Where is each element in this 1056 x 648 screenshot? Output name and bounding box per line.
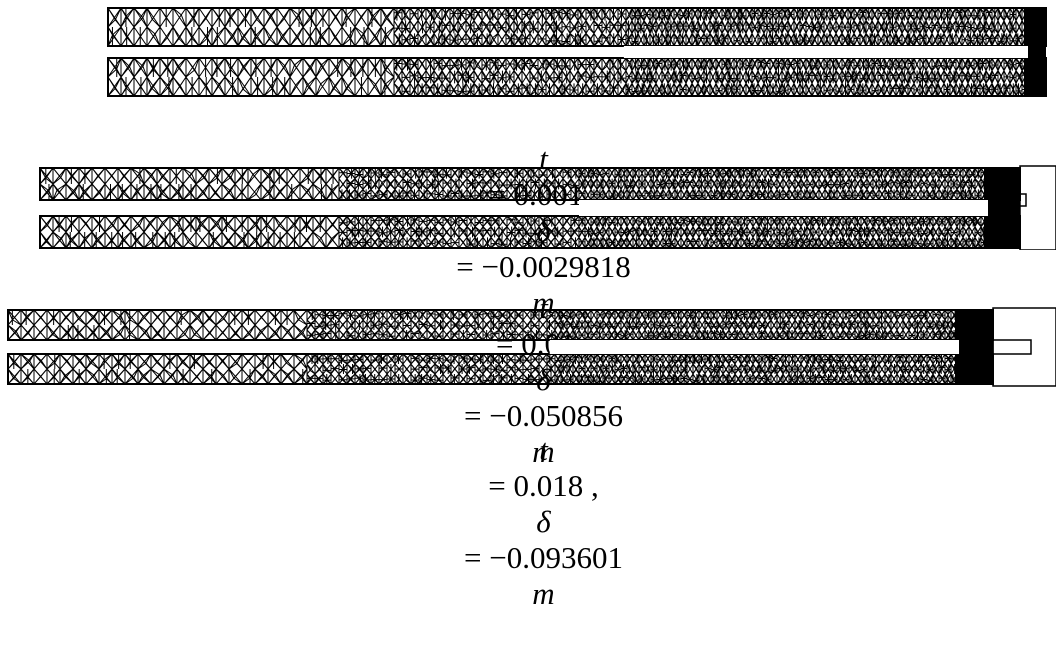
moving-tab-3 [992, 339, 1032, 355]
caption-3-t-symbol: t [539, 432, 548, 467]
lower-strip-2-elements [39, 215, 1021, 249]
caption-1-t-symbol: t [539, 141, 548, 176]
upper-strip-1 [107, 7, 1047, 47]
bend-region-1 [1024, 8, 1046, 96]
caption-3-t-value: = 0.018 , [488, 468, 599, 503]
boundary-frame-2 [1019, 165, 1056, 250]
caption-3-unit: m [532, 576, 555, 611]
slot-gap-1 [623, 46, 1028, 58]
caption-3-delta-value: = −0.093601 [464, 540, 623, 575]
slot-gap-2 [579, 200, 988, 216]
mesh-diagram-2 [39, 165, 1056, 250]
lower-strip-1 [107, 57, 1047, 97]
caption-3: t = 0.018 , δ = −0.093601 m [0, 396, 1056, 648]
mesh-diagram-3 [7, 307, 1056, 387]
caption-1-delta-value: = −0.0029818 [456, 249, 631, 284]
moving-tab-2 [1015, 193, 1027, 207]
lower-strip-3-elements [7, 353, 994, 385]
upper-strip-3 [7, 309, 994, 341]
upper-strip-3-elements [7, 309, 994, 341]
lower-strip-3 [7, 353, 994, 385]
mesh-panel-3: t = 0.018 , δ = −0.093601 m [0, 290, 1056, 611]
bend-region-2 [984, 168, 1020, 248]
upper-strip-2 [39, 167, 1021, 201]
bend-region-3 [955, 310, 993, 384]
caption-2-t-symbol: t [539, 290, 548, 325]
upper-strip-2-elements [39, 167, 1021, 201]
mesh-panel-2: t = 0.01 , δ = −0.050856 m [0, 150, 1056, 469]
caption-2-delta-value: = −0.050856 [464, 398, 623, 433]
lower-strip-2 [39, 215, 1021, 249]
upper-strip-1-elements [107, 7, 1047, 47]
boundary-frame-3 [992, 307, 1056, 387]
caption-3-delta-symbol: δ [536, 504, 551, 539]
lower-strip-1-elements [107, 57, 1047, 97]
slot-gap-3 [549, 340, 959, 354]
mesh-panel-1: t = 0.001 , δ = −0.0029818 m [0, 0, 1056, 320]
mesh-diagram-1 [107, 7, 1047, 97]
